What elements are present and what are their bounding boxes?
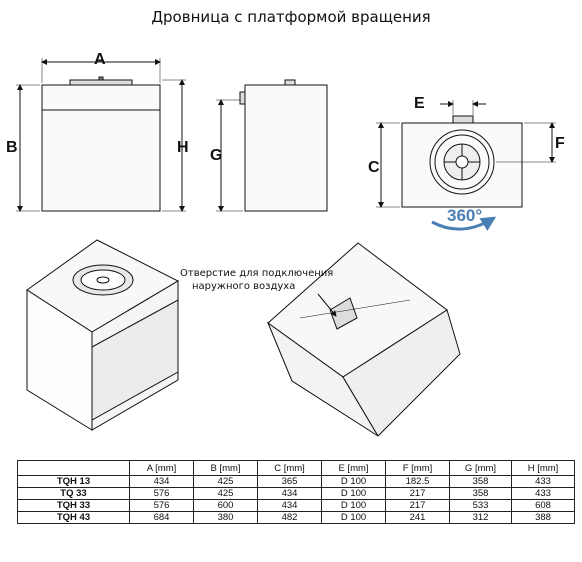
table-cell: 482 bbox=[257, 511, 322, 524]
dimension-label-h: H bbox=[177, 139, 189, 156]
table-cell: 312 bbox=[449, 511, 512, 524]
table-cell: 608 bbox=[511, 499, 575, 512]
table-header: H [mm] bbox=[511, 460, 575, 476]
dimensions-table: A [mm] B [mm] C [mm] E [mm] F [mm] G [mm… bbox=[17, 460, 575, 524]
callout-line bbox=[317, 293, 337, 317]
table-cell: 684 bbox=[129, 511, 194, 524]
table-cell: 358 bbox=[449, 475, 512, 488]
table-cell: 576 bbox=[129, 499, 194, 512]
table-cell: 217 bbox=[385, 487, 450, 500]
rotation-arrow-icon bbox=[431, 216, 497, 231]
table-cell: 434 bbox=[257, 499, 322, 512]
table-header bbox=[17, 460, 130, 476]
table-cell: D 100 bbox=[321, 511, 386, 524]
table-cell-model: TQH 33 bbox=[17, 499, 130, 512]
table-cell: D 100 bbox=[321, 499, 386, 512]
table-row: TQH 33 576 600 434 D 100 217 533 608 bbox=[17, 499, 575, 512]
table-cell: 241 bbox=[385, 511, 450, 524]
page-title: Дровница с платформой вращения bbox=[151, 8, 431, 26]
dimension-label-g: G bbox=[210, 147, 222, 164]
table-cell: 600 bbox=[193, 499, 258, 512]
table-header: E [mm] bbox=[321, 460, 386, 476]
rotation-label: 360° bbox=[447, 206, 482, 225]
table-row: TQH 13 434 425 365 D 100 182.5 358 433 bbox=[17, 475, 575, 488]
top-view bbox=[376, 100, 556, 208]
tilted-view bbox=[266, 242, 461, 437]
table-cell: 425 bbox=[193, 487, 258, 500]
table-cell: 388 bbox=[511, 511, 575, 524]
table-cell-model: TQ 33 bbox=[17, 487, 130, 500]
table-header: G [mm] bbox=[449, 460, 512, 476]
table-cell: 380 bbox=[193, 511, 258, 524]
isometric-view bbox=[26, 239, 180, 431]
table-cell: 433 bbox=[511, 475, 575, 488]
dimension-label-f: F bbox=[555, 135, 565, 152]
table-header-row: A [mm] B [mm] C [mm] E [mm] F [mm] G [mm… bbox=[17, 460, 575, 476]
table-cell: 217 bbox=[385, 499, 450, 512]
table-cell: 434 bbox=[129, 475, 194, 488]
note-line-2: наружного воздуха bbox=[192, 281, 295, 292]
table-row: TQ 33 576 425 434 D 100 217 358 433 bbox=[17, 487, 575, 500]
table-cell: D 100 bbox=[321, 487, 386, 500]
note-line-1: Отверстие для подключения bbox=[180, 268, 333, 279]
table-cell: D 100 bbox=[321, 475, 386, 488]
table-cell-model: TQH 43 bbox=[17, 511, 130, 524]
dimension-label-a: A bbox=[94, 51, 106, 68]
dimension-label-e: E bbox=[414, 95, 425, 112]
table-cell: 358 bbox=[449, 487, 512, 500]
table-cell: 434 bbox=[257, 487, 322, 500]
table-cell: 425 bbox=[193, 475, 258, 488]
table-cell-model: TQH 13 bbox=[17, 475, 130, 488]
table-cell: 576 bbox=[129, 487, 194, 500]
table-row: TQH 43 684 380 482 D 100 241 312 388 bbox=[17, 511, 575, 524]
table-cell: 433 bbox=[511, 487, 575, 500]
table-header: B [mm] bbox=[193, 460, 258, 476]
table-cell: 365 bbox=[257, 475, 322, 488]
table-cell: 533 bbox=[449, 499, 512, 512]
dimension-label-b: B bbox=[6, 139, 18, 156]
dimension-label-c: C bbox=[368, 159, 380, 176]
table-header: A [mm] bbox=[129, 460, 194, 476]
side-view bbox=[216, 79, 328, 212]
table-header: C [mm] bbox=[257, 460, 322, 476]
table-header: F [mm] bbox=[385, 460, 450, 476]
table-cell: 182.5 bbox=[385, 475, 450, 488]
front-view bbox=[16, 58, 186, 212]
